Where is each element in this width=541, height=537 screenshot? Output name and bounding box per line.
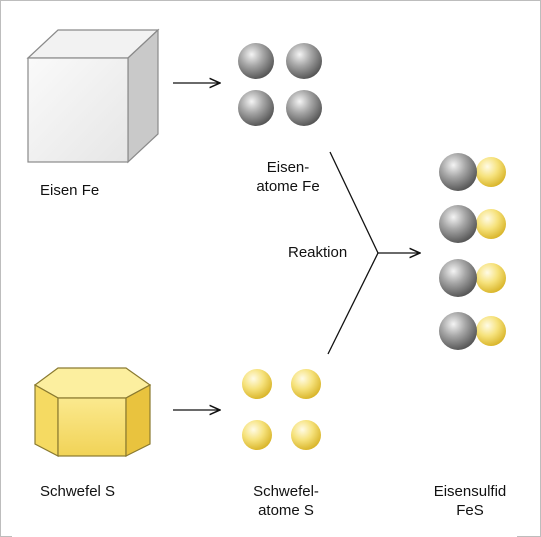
sulfur-atom bbox=[242, 369, 272, 399]
reaction-label: Reaktion bbox=[288, 244, 348, 261]
sulfur-atoms-label-line2: atome S bbox=[258, 502, 314, 519]
product-label: Eisensulfid FeS bbox=[420, 482, 520, 520]
fes-molecules bbox=[439, 153, 506, 350]
iron-atoms-label-line2: atome Fe bbox=[256, 178, 320, 195]
iron-atoms-label-line1: Eisen- bbox=[266, 159, 310, 176]
iron-label: Eisen Fe bbox=[40, 182, 100, 199]
iron-atom bbox=[286, 43, 322, 79]
product-label-line1: Eisensulfid bbox=[433, 483, 507, 500]
iron-cube bbox=[26, 28, 160, 164]
sulfur-atom bbox=[291, 369, 321, 399]
iron-atoms bbox=[238, 43, 322, 126]
sulfur-label: Schwefel S bbox=[40, 483, 116, 500]
iron-atom bbox=[238, 90, 274, 126]
fes-pair bbox=[439, 312, 506, 350]
fes-pair bbox=[439, 259, 506, 297]
sulfur-prism bbox=[33, 367, 152, 457]
sulfur-atoms-label: Schwefel- atome S bbox=[236, 482, 336, 520]
iron-atom bbox=[286, 90, 322, 126]
iron-atom bbox=[238, 43, 274, 79]
sulfur-atoms bbox=[242, 369, 321, 450]
iron-atoms-label: Eisen- atome Fe bbox=[248, 158, 328, 196]
fes-pair bbox=[439, 153, 506, 191]
sulfur-atom bbox=[242, 420, 272, 450]
sulfur-atom bbox=[291, 420, 321, 450]
sulfur-atoms-label-line1: Schwefel- bbox=[253, 483, 319, 500]
reaction-lines bbox=[327, 151, 420, 355]
fes-pair bbox=[439, 205, 506, 243]
product-label-line2: FeS bbox=[456, 502, 484, 519]
